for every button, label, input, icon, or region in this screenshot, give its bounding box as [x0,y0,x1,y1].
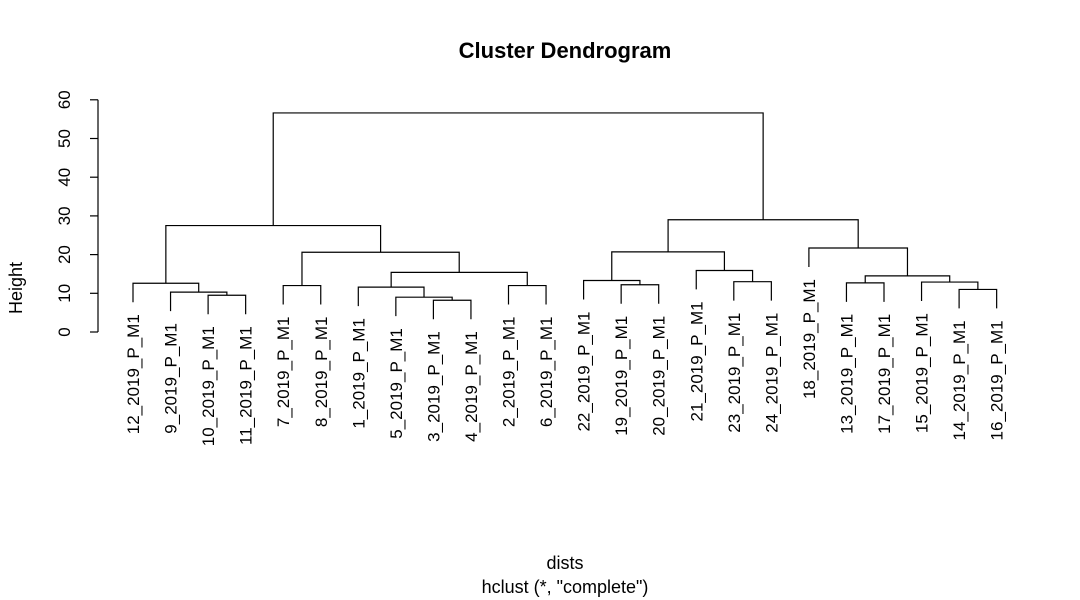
leaf-label: 12_2019_P_M1 [124,314,143,434]
y-axis-label: Height [6,262,26,314]
y-tick-label: 30 [55,206,74,225]
y-tick-label: 50 [55,129,74,148]
dendrogram-branch [667,219,859,252]
dendrogram-branch [432,299,472,320]
dendrogram-branch [920,281,979,302]
leaf-label: 14_2019_P_M1 [950,320,969,440]
leaf-label: 18_2019_P_M1 [800,279,819,399]
x-axis-label: dists [546,553,583,573]
dendrogram-branch [301,251,460,286]
dendrogram-branch [611,251,726,281]
method-sublabel: hclust (*, "complete") [482,577,649,597]
y-axis: 0 10 20 30 40 50 60 [55,90,99,337]
leaf-label: 13_2019_P_M1 [837,314,856,434]
dendrogram-branch [733,281,772,301]
dendrogram-branch [583,279,641,300]
leaf-label: 3_2019_P_M1 [424,331,443,442]
leaf-label: 6_2019_P_M1 [537,317,556,428]
y-tick-label: 0 [55,327,74,336]
dendrogram-branch [808,247,909,276]
dendrogram-branch [390,271,528,288]
leaf-label: 2_2019_P_M1 [500,317,519,428]
leaf-label: 7_2019_P_M1 [274,317,293,428]
dendrogram-branch [165,224,382,284]
leaf-label: 4_2019_P_M1 [462,331,481,442]
leaf-label: 1_2019_P_M1 [349,318,368,429]
leaf-label: 10_2019_P_M1 [199,326,218,446]
dendrogram-branch [507,284,547,305]
chart-title: Cluster Dendrogram [459,38,672,63]
y-tick-label: 40 [55,168,74,187]
dendrogram-branch [958,288,998,309]
leaf-label: 9_2019_P_M1 [162,323,181,434]
leaf-label: 24_2019_P_M1 [762,313,781,433]
leaf-label: 20_2019_P_M1 [650,316,669,436]
leaf-label: 8_2019_P_M1 [312,317,331,428]
dendrogram-branch [282,284,322,305]
leaf-label: 16_2019_P_M1 [988,320,1007,440]
dendrogram-branch [207,294,247,315]
y-tick-label: 60 [55,90,74,109]
leaf-label: 23_2019_P_M1 [725,313,744,433]
y-tick-label: 20 [55,245,74,264]
dendrogram-branch [695,269,754,290]
leaf-label: 22_2019_P_M1 [575,311,594,431]
dendrogram-branch [845,282,885,302]
dendrogram-branch [272,112,764,226]
leaf-label: 17_2019_P_M1 [875,314,894,434]
leaf-label: 19_2019_P_M1 [612,316,631,436]
leaf-label: 5_2019_P_M1 [387,328,406,439]
leaf-label: 21_2019_P_M1 [687,301,706,421]
leaf-label: 15_2019_P_M1 [913,313,932,433]
dendrogram-branch [620,284,660,304]
y-tick-label: 10 [55,284,74,303]
leaf-label: 11_2019_P_M1 [237,326,256,445]
leaf-labels: 12_2019_P_M1 9_2019_P_M1 10_2019_P_M1 11_20… [124,279,1007,446]
dendrogram-branches [132,112,998,320]
